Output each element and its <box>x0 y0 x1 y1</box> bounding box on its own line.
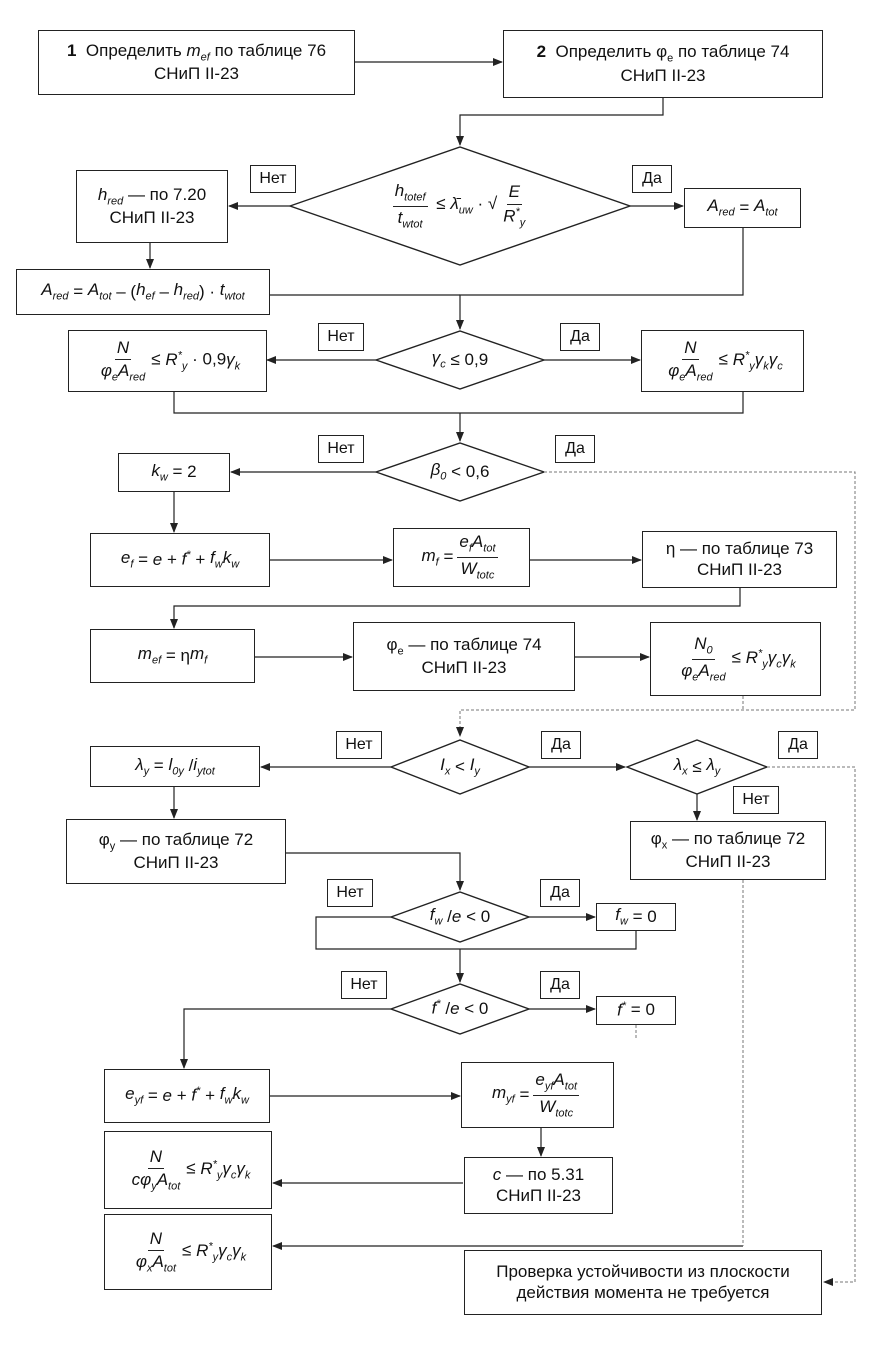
ef-formula-box: ef = e + f* + fwkw <box>90 533 270 587</box>
yes-label-fw: Да <box>540 879 580 907</box>
yes-label-beta: Да <box>555 435 595 463</box>
step-1-box: 1 Определить mef по таблице 76 СНиП II-2… <box>38 30 355 95</box>
phi-y-box: φy — по таблице 72 СНиП II-23 <box>66 819 286 884</box>
fw-e-condition: fw /e < 0 <box>429 905 491 928</box>
lambda-y-box: λy = l0y /iytot <box>90 746 260 787</box>
no-label-lambda: Нет <box>733 786 779 814</box>
beta0-condition: β0 < 0,6 <box>430 460 490 483</box>
eyf-formula-box: eyf = e + f* + fwkw <box>104 1069 270 1123</box>
hred-box: hred — по 7.20 СНиП II-23 <box>76 170 228 243</box>
yes-label-fstar: Да <box>540 971 580 999</box>
step-2-box: 2 Определить φe по таблице 74 СНиП II-23 <box>503 30 823 98</box>
ared-formula-box: Ared = Atot – (hef – hred) · twtot <box>16 269 270 315</box>
no-label-web: Нет <box>250 165 296 193</box>
no-label-gamma: Нет <box>318 323 364 351</box>
eta-box: η — по таблице 73 СНиП II-23 <box>642 531 837 588</box>
gamma-c-condition: γc ≤ 0,9 <box>431 348 489 371</box>
no-label-fw: Нет <box>327 879 373 907</box>
kw-box: kw = 2 <box>118 453 230 492</box>
phi-e-box: φe — по таблице 74 СНиП II-23 <box>353 622 575 691</box>
yes-label-web: Да <box>632 165 672 193</box>
no-label-inertia: Нет <box>336 731 382 759</box>
yes-label-inertia: Да <box>541 731 581 759</box>
fstar-e-condition: f* /e < 0 <box>431 998 489 1019</box>
inertia-condition: Ix < Iy <box>440 755 480 778</box>
yes-label-gamma: Да <box>560 323 600 351</box>
fstar-zero-box: f* = 0 <box>596 996 676 1025</box>
phi-x-box: φx — по таблице 72 СНиП II-23 <box>630 821 826 880</box>
yes-label-lambda: Да <box>778 731 818 759</box>
ared-equals-atot-box: Ared = Atot <box>684 188 801 228</box>
no-label-fstar: Нет <box>341 971 387 999</box>
no-label-beta: Нет <box>318 435 364 463</box>
fw-zero-box: fw = 0 <box>596 903 676 931</box>
lambda-condition: λx ≤ λy <box>673 755 721 778</box>
final-conclusion-box: Проверка устойчивости из плоскости дейст… <box>464 1250 822 1315</box>
c-box: c — по 5.31 СНиП II-23 <box>464 1157 613 1214</box>
